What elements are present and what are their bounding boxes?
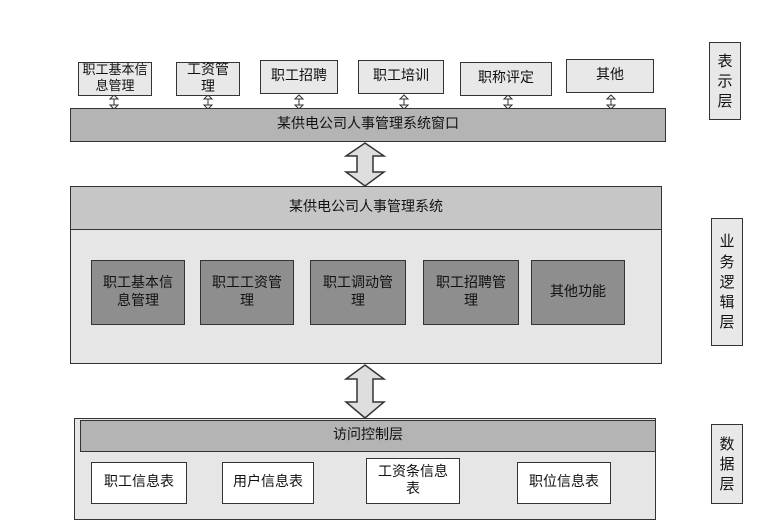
table-label: 工资条信息表 [378, 463, 448, 498]
module-label: 职工基本信息管理 [82, 62, 148, 94]
small-double-arrow [398, 94, 410, 110]
system-window-bar: 某供电公司人事管理系统窗口 [70, 108, 666, 142]
layer-label-presentation: 表示层 [709, 42, 741, 120]
presentation-module-training: 职工培训 [358, 60, 444, 94]
logic-module-other: 其他功能 [531, 260, 625, 325]
small-double-arrow [293, 94, 305, 110]
presentation-module-staff-info: 职工基本信息管理 [78, 62, 152, 96]
module-label: 其他 [596, 67, 624, 84]
module-label: 职工招聘管理 [436, 275, 506, 309]
module-label: 职工工资管理 [212, 275, 282, 309]
small-double-arrow [502, 94, 514, 110]
module-label: 职称评定 [478, 70, 534, 87]
large-double-arrow [343, 142, 387, 187]
data-table-position: 职位信息表 [517, 462, 611, 504]
module-label: 职工招聘 [271, 68, 327, 85]
window-bar-label: 某供电公司人事管理系统窗口 [277, 116, 459, 133]
layer-label-logic: 业务逻辑层 [711, 218, 743, 346]
logic-module-staff-info: 职工基本信息管理 [91, 260, 185, 325]
layer-label-text: 业务逻辑层 [719, 232, 735, 332]
module-label: 职工培训 [373, 68, 429, 85]
layer-label-data: 数据层 [711, 424, 743, 504]
data-table-user: 用户信息表 [222, 462, 314, 504]
small-double-arrow [202, 94, 214, 110]
presentation-module-recruit: 职工招聘 [260, 60, 338, 94]
access-control-label: 访问控制层 [333, 427, 403, 444]
presentation-module-title-eval: 职称评定 [460, 62, 552, 96]
module-label: 工资管理 [187, 61, 229, 96]
data-table-staff: 职工信息表 [91, 462, 187, 504]
layer-label-text: 数据层 [719, 434, 735, 494]
module-label: 职工调动管理 [323, 275, 393, 309]
system-header-bar: 某供电公司人事管理系统 [70, 186, 662, 230]
large-double-arrow [343, 364, 387, 419]
data-table-salary-slip: 工资条信息表 [366, 458, 460, 504]
presentation-module-other: 其他 [566, 59, 654, 93]
module-label: 其他功能 [550, 283, 606, 300]
system-header-label: 某供电公司人事管理系统 [289, 199, 443, 216]
table-label: 职位信息表 [529, 474, 599, 491]
logic-module-salary: 职工工资管理 [200, 260, 294, 325]
logic-module-recruit: 职工招聘管理 [423, 260, 519, 325]
table-label: 用户信息表 [233, 474, 303, 491]
module-label: 职工基本信息管理 [103, 275, 173, 309]
access-control-bar: 访问控制层 [80, 420, 656, 452]
logic-module-transfer: 职工调动管理 [310, 260, 406, 325]
table-label: 职工信息表 [104, 474, 174, 491]
small-double-arrow [108, 94, 120, 110]
small-double-arrow [605, 94, 617, 110]
presentation-module-salary: 工资管理 [176, 62, 240, 96]
layer-label-text: 表示层 [717, 51, 733, 111]
